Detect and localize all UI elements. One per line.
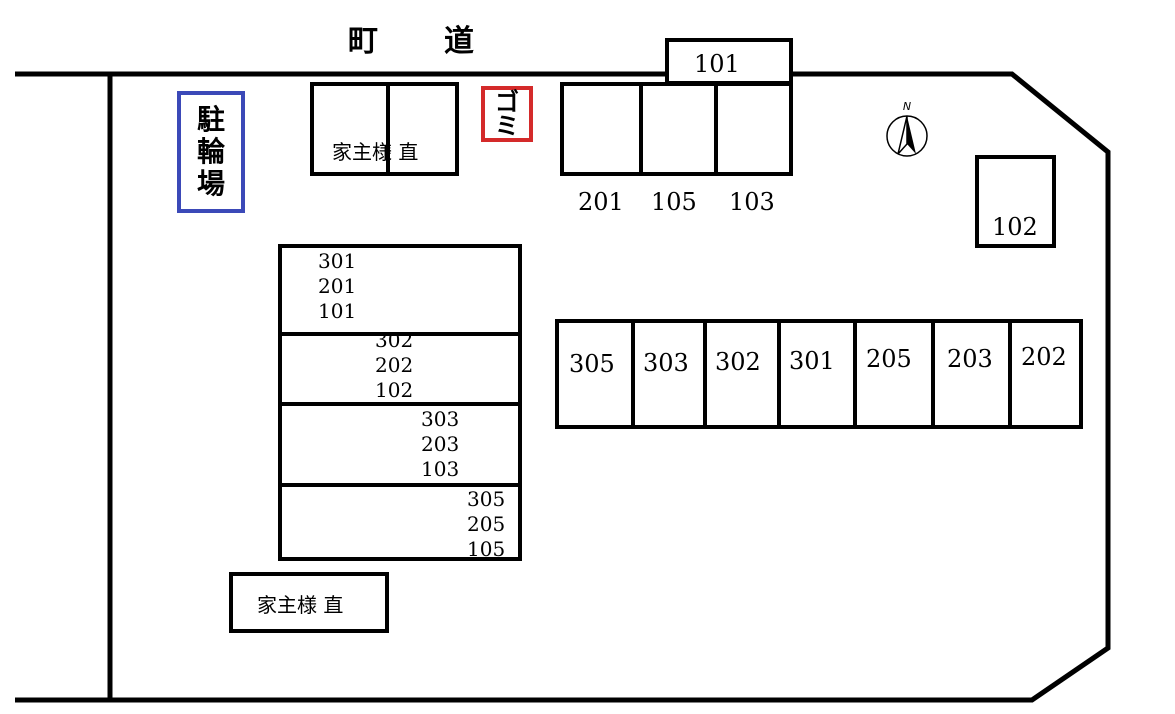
right-row-label-2: 303 xyxy=(643,349,689,377)
trash-char-1: ゴ xyxy=(495,88,519,116)
road-label: 町 道 xyxy=(348,24,476,59)
bike-char-1: 駐 xyxy=(196,103,225,136)
stack-block-4: 305 205 105 xyxy=(467,487,505,562)
stack-1-unit-3: 101 xyxy=(318,299,357,323)
trash-area: ゴ ミ xyxy=(481,86,533,142)
stack-3-unit-2: 203 xyxy=(421,432,460,456)
stack-2-unit-3: 102 xyxy=(375,378,414,402)
stack-block-1: 301 201 101 xyxy=(318,249,356,324)
top-row-label-2: 105 xyxy=(651,188,697,216)
bike-char-3: 場 xyxy=(196,167,225,200)
north-compass-icon: N xyxy=(886,100,928,157)
stack-4-unit-3: 105 xyxy=(467,537,506,561)
stack-4-unit-1: 305 xyxy=(467,487,506,511)
parking-102-label: 102 xyxy=(992,213,1038,241)
owner-direct-top: 家主様 直 xyxy=(310,82,459,176)
right-row-label-4: 301 xyxy=(789,347,835,375)
stack-1-unit-2: 201 xyxy=(318,274,357,298)
stack-block-3: 303 203 103 xyxy=(421,407,459,482)
right-row-label-7: 202 xyxy=(1021,343,1067,371)
right-row-spaces xyxy=(555,319,1083,429)
stack-1-unit-1: 301 xyxy=(318,249,357,273)
top-row-label-3: 103 xyxy=(729,188,775,216)
stack-block-2: 302 202 102 xyxy=(375,328,413,403)
top-row-spaces xyxy=(560,82,793,176)
right-row-label-1: 305 xyxy=(569,350,615,378)
stacked-parking-area xyxy=(278,244,522,561)
top-row-label-1: 201 xyxy=(578,188,624,216)
bicycle-parking: 駐 輪 場 xyxy=(177,91,245,213)
parking-102: 102 xyxy=(975,155,1056,248)
trash-char-2: ミ xyxy=(495,112,519,140)
right-row-label-6: 203 xyxy=(947,345,993,373)
stack-2-unit-2: 202 xyxy=(375,353,414,377)
owner-direct-bottom-label: 家主様 直 xyxy=(257,593,344,617)
compass-north-label: N xyxy=(903,100,911,113)
stack-3-unit-3: 103 xyxy=(421,457,460,481)
stack-3-unit-1: 303 xyxy=(421,407,460,431)
stack-2-unit-1: 302 xyxy=(375,328,414,352)
owner-direct-bottom: 家主様 直 xyxy=(229,572,389,633)
bike-char-2: 輪 xyxy=(196,135,225,168)
right-row-label-5: 205 xyxy=(866,345,912,373)
owner-direct-top-label: 家主様 直 xyxy=(332,140,419,164)
parking-101-top: 101 xyxy=(665,38,793,85)
stack-4-unit-2: 205 xyxy=(467,512,506,536)
parking-101-top-label: 101 xyxy=(694,50,740,78)
right-row-label-3: 302 xyxy=(715,348,761,376)
